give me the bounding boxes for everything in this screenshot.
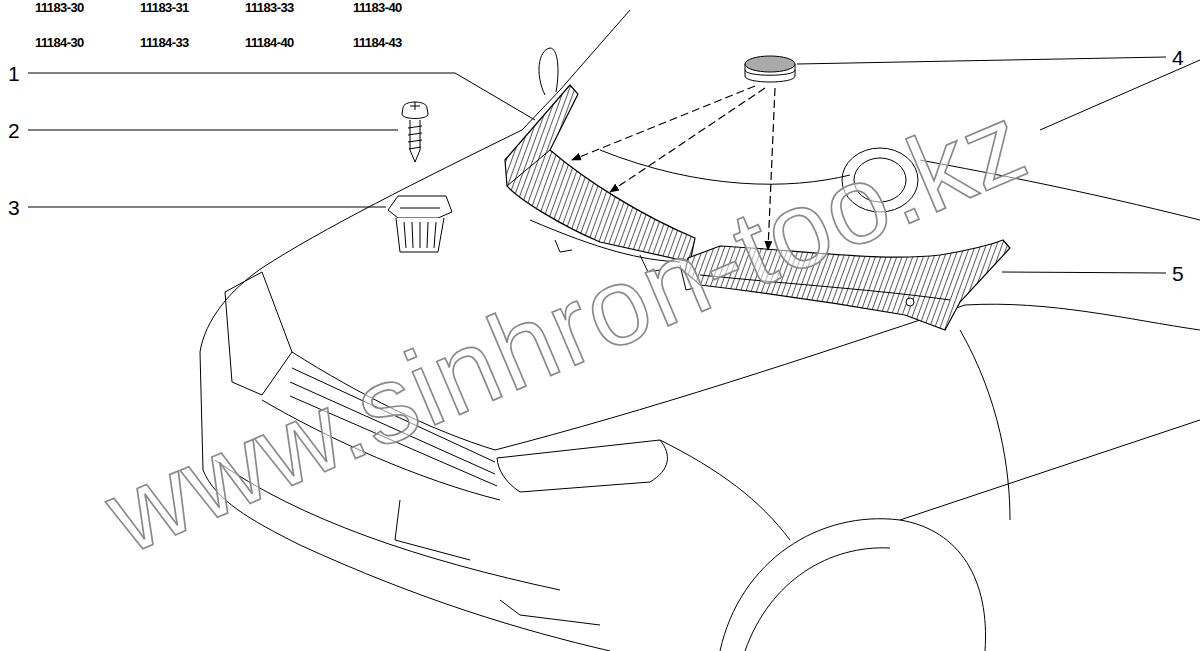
model-code: 11183-40 — [353, 1, 402, 14]
panel-edge — [507, 150, 550, 186]
screw — [402, 102, 428, 162]
callout-number: 2 — [8, 120, 20, 141]
callout-number: 3 — [8, 197, 20, 218]
cap-plug — [745, 56, 795, 82]
callout-number: 4 — [1172, 47, 1184, 68]
callout-number: 1 — [8, 63, 20, 84]
clip — [388, 196, 452, 252]
callout-number: 5 — [1172, 263, 1184, 284]
model-code: 11184-33 — [140, 36, 189, 49]
model-code: 11184-40 — [245, 36, 294, 49]
model-code: 11184-43 — [353, 36, 402, 49]
model-code: 11183-31 — [140, 1, 189, 14]
watermark: www.sinhron-too.kz — [92, 85, 1041, 570]
model-code: 11184-30 — [35, 36, 84, 49]
model-code: 11183-30 — [35, 1, 84, 14]
model-code: 11183-33 — [245, 1, 294, 14]
panel-hole — [906, 298, 914, 306]
